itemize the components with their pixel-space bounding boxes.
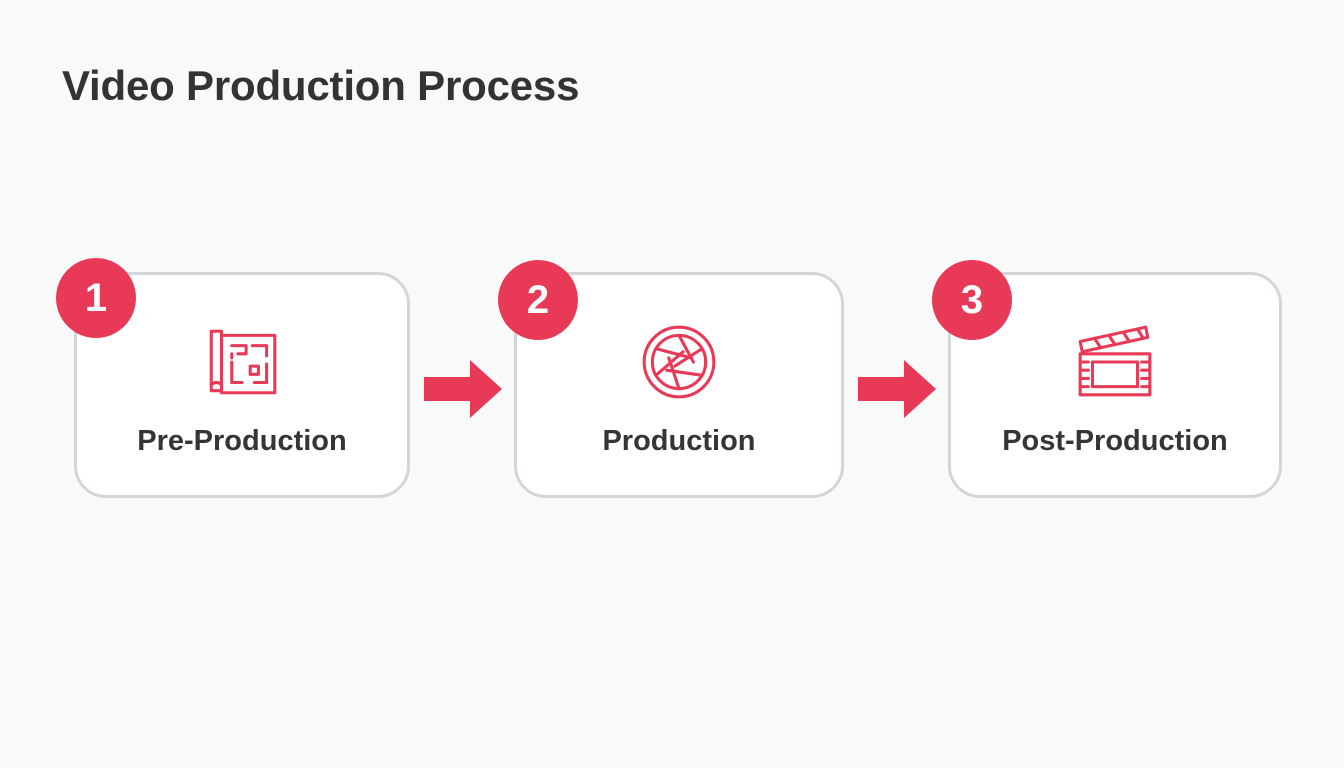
page-title: Video Production Process <box>62 62 580 109</box>
blueprint-icon <box>201 321 283 403</box>
step-label: Post-Production <box>1002 425 1228 457</box>
arrow-right-icon <box>424 360 502 418</box>
arrow-right-icon <box>858 360 936 418</box>
step-number-badge: 1 <box>56 258 136 338</box>
clapperboard-icon <box>1074 321 1156 403</box>
camera-aperture-icon <box>638 321 720 403</box>
step-label: Production <box>602 425 756 457</box>
step-number-badge: 2 <box>498 260 578 340</box>
step-label: Pre-Production <box>137 425 347 457</box>
step-number-badge: 3 <box>932 260 1012 340</box>
